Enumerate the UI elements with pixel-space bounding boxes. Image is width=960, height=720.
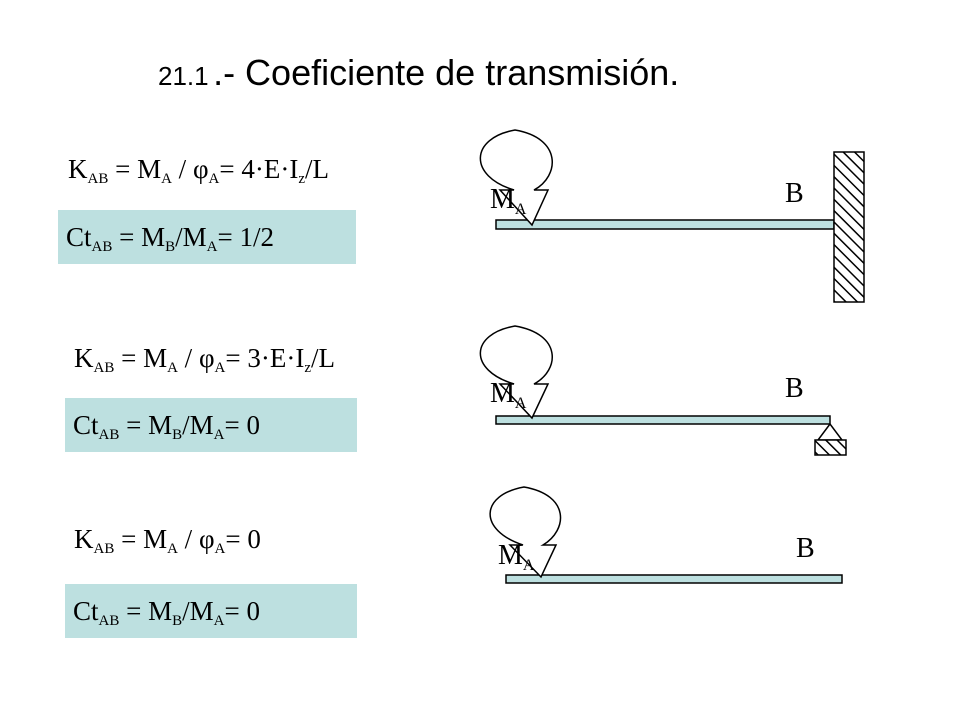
beam-3 <box>505 574 843 584</box>
moment-label-2: MA <box>490 378 527 412</box>
pin-support-ground <box>814 439 847 456</box>
title-number: 21.1 <box>158 61 209 91</box>
moment-arrow-1 <box>479 129 553 227</box>
end-label-3: B <box>796 533 815 564</box>
transmission-box-3: CtAB = MB/MA= 0 <box>65 584 357 638</box>
moment-label-3: MA <box>498 540 535 574</box>
title-text: .- Coeficiente de transmisión. <box>213 52 680 93</box>
beam-1 <box>495 219 835 230</box>
transmission-equation-3: CtAB = MB/MA= 0 <box>73 596 260 629</box>
beam-fixed-case: MA B <box>479 129 865 303</box>
transmission-equation-2: CtAB = MB/MA= 0 <box>73 410 260 443</box>
transmission-box-1: CtAB = MB/MA= 1/2 <box>58 210 356 264</box>
stiffness-equation-1: KAB = MA / φA= 4·E·Iz/L <box>68 154 329 187</box>
moment-arrow-3 <box>489 486 562 579</box>
page-title: 21.1 .- Coeficiente de transmisión. <box>158 52 679 94</box>
transmission-equation-1: CtAB = MB/MA= 1/2 <box>66 222 274 255</box>
stiffness-equation-3: KAB = MA / φA= 0 <box>74 524 261 557</box>
beam-free-case: MA B <box>489 486 843 584</box>
end-label-1: B <box>785 178 804 209</box>
beam-pinned-case: MA B <box>479 325 847 456</box>
moment-arrow-2 <box>479 325 553 420</box>
moment-label-1: MA <box>490 184 527 218</box>
fixed-support-wall <box>833 151 865 303</box>
stiffness-equation-2: KAB = MA / φA= 3·E·Iz/L <box>74 343 335 376</box>
transmission-box-2: CtAB = MB/MA= 0 <box>65 398 357 452</box>
beam-2 <box>495 415 831 425</box>
pin-support-triangle <box>816 422 844 441</box>
end-label-2: B <box>785 373 804 404</box>
